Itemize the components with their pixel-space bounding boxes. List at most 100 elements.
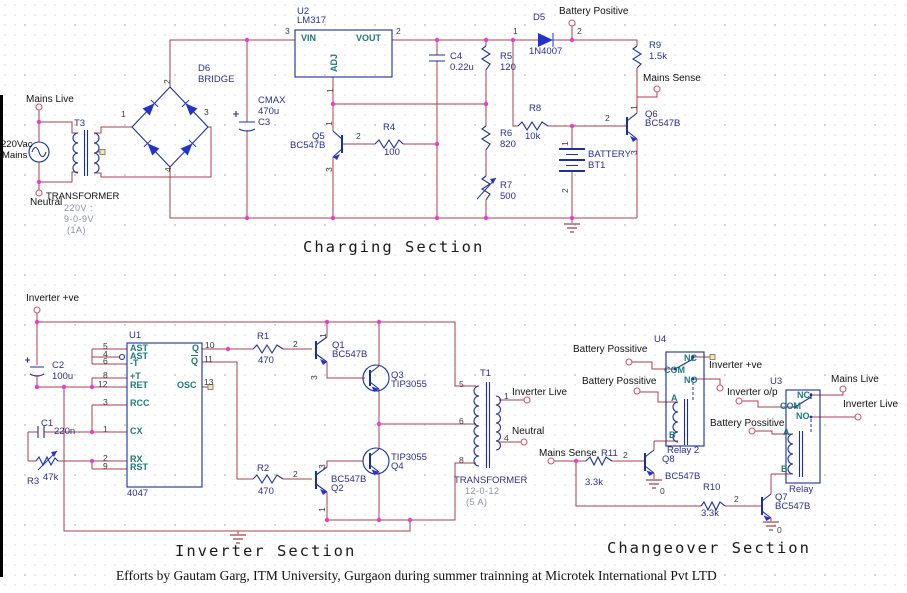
u3-ref[interactable]: U3 — [770, 376, 783, 387]
q6-pin-base-number: 2 — [605, 113, 610, 123]
d5-pin-2: 2 — [577, 26, 582, 36]
r8-ref[interactable]: R8 — [529, 103, 542, 114]
u4-ref[interactable]: U4 — [654, 334, 667, 345]
q4-part[interactable]: TIP3055 — [391, 452, 427, 463]
r1-ref[interactable]: R1 — [257, 331, 270, 342]
r4-ref[interactable]: R4 — [383, 122, 396, 133]
c3-ref[interactable]: C3 — [258, 117, 271, 128]
port-battery-positive-label[interactable]: Battery Positive — [559, 6, 629, 17]
changeover-section-title: Changeover Section — [607, 539, 811, 557]
port-inverter-op-label[interactable]: Inverter o/p — [727, 387, 778, 398]
port-neutral2-label[interactable]: Neutral — [512, 426, 545, 437]
q7-part[interactable]: BC547B — [775, 501, 811, 512]
c4-ref[interactable]: C4 — [450, 51, 463, 62]
port-inverter-pve-label[interactable]: Inverter +ve — [26, 293, 80, 304]
port-mains-sense2-label[interactable]: Mains Sense — [539, 448, 597, 459]
r5-ref[interactable]: R5 — [500, 51, 513, 62]
q8-part[interactable]: BC547B — [665, 471, 701, 482]
r2-ref[interactable]: R2 — [257, 463, 270, 474]
port-inverter-pve2-label[interactable]: Inverter +ve — [709, 360, 763, 371]
r1-value[interactable]: 470 — [258, 355, 274, 366]
u2-ref[interactable]: U2 — [297, 6, 310, 17]
r10-ref[interactable]: R10 — [703, 482, 721, 493]
bridge-ref[interactable]: D6 — [198, 63, 211, 74]
c2-ref[interactable]: C2 — [52, 360, 65, 371]
c2-value[interactable]: 100u — [52, 371, 74, 382]
q3-part[interactable]: TIP3055 — [391, 379, 427, 390]
q5-pin-emitter-number: 3 — [324, 167, 334, 172]
r8-value[interactable]: 10k — [525, 131, 541, 142]
r3-value[interactable]: 47k — [43, 472, 59, 483]
wires — [27, 26, 855, 534]
t3-ref[interactable]: T3 — [74, 118, 86, 129]
c1-value[interactable]: 220n — [54, 426, 76, 437]
q3-ref[interactable]: Q3 — [391, 370, 404, 381]
bt1-ref[interactable]: BT1 — [588, 160, 606, 171]
u2-pin-out-number: 2 — [396, 26, 401, 36]
c4-value[interactable]: 0.22u — [450, 62, 474, 73]
r9-ref[interactable]: R9 — [649, 40, 662, 51]
port-inverter-live-label[interactable]: Inverter Live — [512, 387, 568, 398]
r2-value[interactable]: 470 — [258, 486, 274, 497]
u1-ref[interactable]: U1 — [129, 330, 142, 341]
q5-ref[interactable]: Q5 — [312, 131, 325, 142]
ac-source-value[interactable]: 220Vac — [1, 139, 33, 150]
u1-pin4-number: 4 — [103, 349, 108, 359]
u1-pin13-number: 13 — [204, 377, 214, 387]
u4-name[interactable]: Relay 2 — [667, 445, 700, 456]
q2-part[interactable]: BC547B — [331, 474, 367, 485]
port-battery-possitive3-label[interactable]: Battery Possitive — [710, 418, 785, 429]
q1-ref[interactable]: Q1 — [332, 340, 345, 351]
q4-ref[interactable]: Q4 — [391, 461, 404, 472]
u2-part[interactable]: LM317 — [297, 15, 327, 26]
port-mains-live2-label[interactable]: Mains Live — [831, 374, 879, 385]
c3-value[interactable]: 470u — [258, 106, 280, 117]
u3-com-label: COM — [780, 401, 801, 411]
r11-ref[interactable]: R11 — [601, 448, 618, 459]
inverter-section-title: Inverter Section — [175, 542, 357, 560]
r9-value[interactable]: 1.5k — [649, 51, 667, 62]
port-mains-sense-label[interactable]: Mains Sense — [643, 73, 701, 84]
u2-pin-vout-label: VOUT — [356, 33, 382, 43]
u4-no-label: NO — [684, 375, 698, 385]
ac-source-name[interactable]: Mains — [2, 150, 28, 161]
r10-value[interactable]: 3.3k — [701, 508, 719, 519]
c3-name[interactable]: CMAX — [258, 95, 286, 106]
d5-ref[interactable]: D5 — [533, 12, 546, 23]
u2-pin-in-number: 3 — [285, 26, 290, 36]
q6-ref[interactable]: Q6 — [645, 109, 658, 120]
q7-ref[interactable]: Q7 — [775, 492, 788, 503]
u1-pin-rcc-label: RCC — [130, 398, 150, 408]
u1-pin3-number: 3 — [103, 397, 108, 407]
q6-part[interactable]: BC547B — [645, 118, 681, 129]
r7-ref[interactable]: R7 — [500, 180, 513, 191]
t3-spec-secondary: 9-0-9V — [64, 214, 95, 224]
r6-ref[interactable]: R6 — [500, 128, 513, 139]
r5-value[interactable]: 120 — [500, 62, 516, 73]
u1-pin8-number: 8 — [103, 370, 108, 380]
bt1-name[interactable]: BATTERY — [588, 149, 631, 160]
q1-part[interactable]: BC547B — [332, 349, 368, 360]
q2-ref[interactable]: Q2 — [331, 483, 344, 494]
port-battery-possitive2-label[interactable]: Battery Possitive — [582, 376, 657, 387]
q8-ref[interactable]: Q8 — [662, 454, 675, 465]
q5-part[interactable]: BC547B — [290, 140, 326, 151]
u3-name[interactable]: Relay — [789, 484, 814, 495]
r3-ref[interactable]: R3 — [27, 476, 40, 487]
port-mains-live-label[interactable]: Mains Live — [26, 94, 74, 105]
r6-value[interactable]: 820 — [500, 139, 516, 150]
port-battery-possitive1-label[interactable]: Battery Possitive — [573, 344, 648, 355]
port-neutral-label[interactable]: Neutral — [30, 197, 63, 208]
port-inverter-live2-label[interactable]: Inverter Live — [843, 399, 899, 410]
r7-value[interactable]: 500 — [500, 191, 516, 202]
c1-ref[interactable]: C1 — [41, 418, 54, 429]
u1-part[interactable]: 4047 — [127, 488, 149, 499]
u4-coil-a-label: A — [671, 393, 678, 403]
u1-pin1-number: 1 — [103, 424, 108, 434]
r11-value[interactable]: 3.3k — [585, 477, 603, 488]
r4-value[interactable]: 100 — [384, 147, 400, 158]
t1-ref[interactable]: T1 — [480, 368, 492, 379]
bridge-part[interactable]: BRIDGE — [198, 74, 235, 85]
d5-part[interactable]: 1N4007 — [529, 46, 563, 57]
